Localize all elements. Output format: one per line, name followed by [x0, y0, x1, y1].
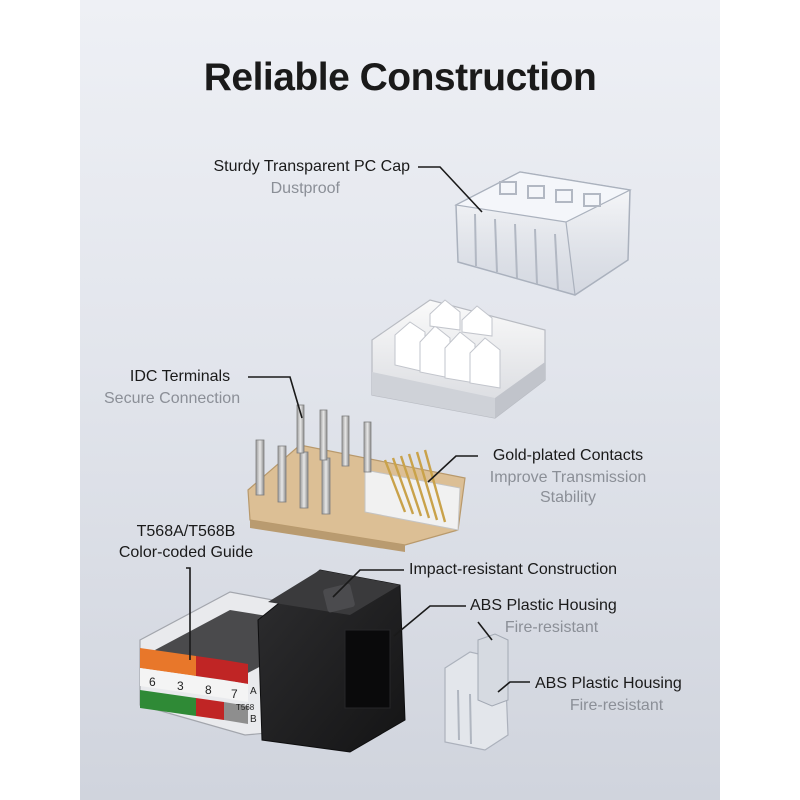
leader-cap	[418, 166, 483, 213]
guide-digit-3: 8	[205, 683, 212, 697]
page-title: Reliable Construction	[203, 56, 597, 99]
white-insert-illustration	[371, 299, 546, 419]
idc-label: IDC Terminals	[129, 368, 231, 385]
leader-abs1	[393, 605, 466, 637]
guide-label-1: T568A/T568B	[136, 523, 236, 540]
gold-sub-2: Stability	[539, 489, 597, 506]
abs1-sub: Fire-resistant	[504, 619, 599, 636]
cap-sub: Dustproof	[270, 180, 340, 197]
color-guide-illustration	[140, 648, 248, 724]
cap-label: Sturdy Transparent PC Cap	[213, 158, 410, 175]
idc-sub: Secure Connection	[104, 390, 241, 407]
guide-digit-4: 7	[231, 687, 238, 701]
gold-label: Gold-plated Contacts	[492, 447, 644, 464]
small-abs-part-illustration	[444, 633, 509, 751]
pc-cap-illustration	[454, 171, 632, 296]
guide-letter-b: B	[250, 714, 257, 725]
abs2-sub: Fire-resistant	[569, 697, 664, 714]
guide-standard: T568	[236, 703, 255, 712]
abs1-label: ABS Plastic Housing	[470, 597, 617, 614]
leader-gold	[427, 455, 478, 483]
guide-digit-1: 6	[149, 675, 156, 689]
leader-abs2-top	[477, 621, 493, 641]
gold-sub-1: Improve Transmission	[489, 469, 647, 486]
guide-letter-a: A	[250, 686, 257, 697]
guide-digit-2: 3	[177, 679, 184, 693]
guide-label-2: Color-coded Guide	[118, 544, 254, 561]
leader-guide	[186, 567, 191, 660]
impact-label: Impact-resistant Construction	[409, 561, 618, 578]
pcb-idc-illustration	[247, 404, 466, 552]
abs2-label: ABS Plastic Housing	[535, 675, 682, 692]
leader-abs2	[497, 681, 530, 693]
leader-idc	[248, 376, 303, 419]
leader-lines	[186, 166, 530, 693]
leader-impact	[332, 569, 404, 598]
